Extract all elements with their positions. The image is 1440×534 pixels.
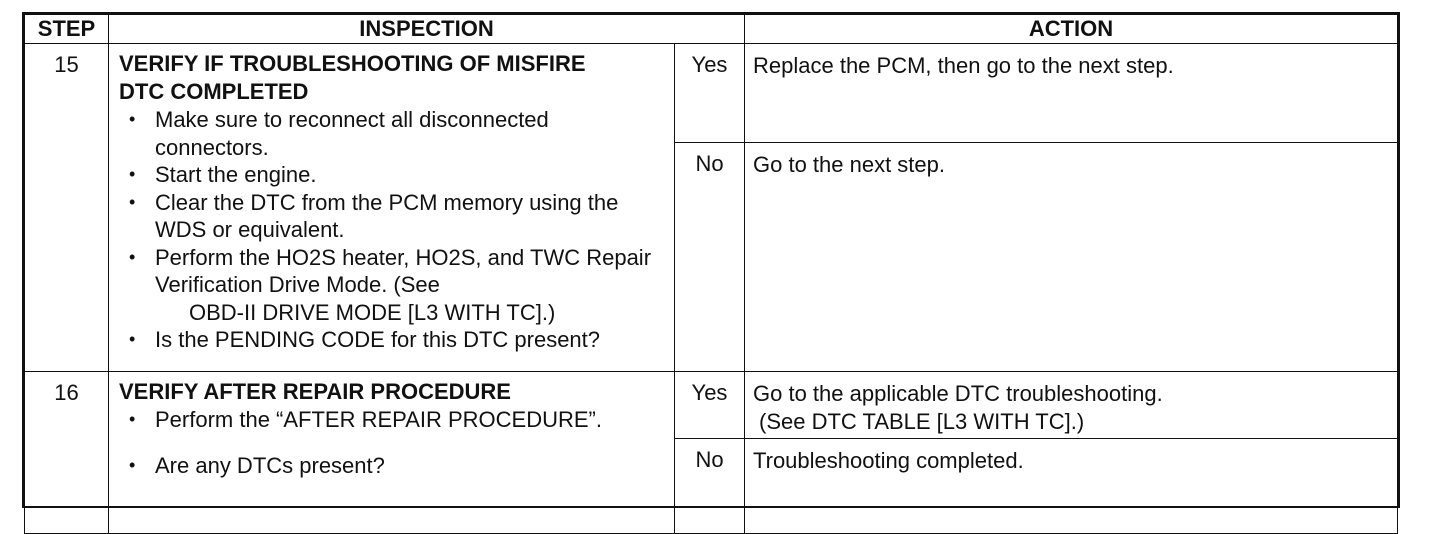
step-16-no-label: No bbox=[674, 438, 745, 534]
step-15-bullet-3: • Clear the DTC from the PCM memory usin… bbox=[119, 189, 666, 244]
step-16-yes-action-line2: (See DTC TABLE [L3 WITH TC].) bbox=[759, 409, 1085, 434]
step-15-bullet-4: • Perform the HO2S heater, HO2S, and TWC… bbox=[119, 244, 666, 327]
step-16-yes-action-line1: Go to the applicable DTC troubleshooting… bbox=[753, 381, 1163, 406]
step-15-bullet-5-text: Is the PENDING CODE for this DTC present… bbox=[155, 327, 601, 352]
step-15-yes-action: Replace the PCM, then go to the next ste… bbox=[744, 43, 1398, 143]
header-action: ACTION bbox=[744, 14, 1398, 44]
step-15-bullet-2: • Start the engine. bbox=[119, 161, 666, 189]
step-15-bullet-5: • Is the PENDING CODE for this DTC prese… bbox=[119, 326, 666, 354]
step-16-title: VERIFY AFTER REPAIR PROCEDURE bbox=[119, 379, 511, 404]
step-15-bullet-3-text: Clear the DTC from the PCM memory using … bbox=[155, 189, 619, 243]
step-number-15: 15 bbox=[24, 43, 109, 372]
step-15-bullet-4-reference: OBD-II DRIVE MODE [L3 WITH TC].) bbox=[189, 299, 556, 325]
step-15-no-label: No bbox=[674, 142, 745, 372]
step-number-16: 16 bbox=[24, 371, 109, 534]
header-inspection: INSPECTION bbox=[108, 14, 745, 44]
step-15-title: VERIFY IF TROUBLESHOOTING OF MISFIRE DTC… bbox=[119, 50, 666, 106]
step-16-bullet-2: • Are any DTCs present? bbox=[119, 452, 666, 480]
step-15-bullet-4-text: Perform the HO2S heater, HO2S, and TWC R… bbox=[155, 244, 652, 298]
inspection-table: STEP INSPECTION ACTION 15 VERIFY IF TROU… bbox=[24, 14, 1398, 534]
step-15-bullet-1-text: Make sure to reconnect all disconnected … bbox=[155, 107, 549, 160]
inspection-table-sheet: STEP INSPECTION ACTION 15 VERIFY IF TROU… bbox=[22, 12, 1400, 534]
bullet-icon: • bbox=[129, 454, 136, 475]
bullet-icon: • bbox=[129, 191, 136, 212]
step-16-bullet-1-text: Perform the “AFTER REPAIR PROCEDURE”. bbox=[155, 407, 602, 432]
step-16-bullet-list: • Perform the “AFTER REPAIR PROCEDURE”. … bbox=[119, 406, 666, 479]
bullet-icon: • bbox=[129, 109, 136, 129]
step-15-title-line1: VERIFY IF TROUBLESHOOTING OF MISFIRE bbox=[119, 51, 586, 76]
step-16-inspection: VERIFY AFTER REPAIR PROCEDURE • Perform … bbox=[108, 371, 675, 534]
step-16-no-action: Troubleshooting completed. bbox=[744, 438, 1398, 534]
step-15-yes-label: Yes bbox=[674, 43, 745, 143]
step-15-bullet-list: • Make sure to reconnect all disconnecte… bbox=[119, 106, 666, 354]
bullet-icon: • bbox=[129, 164, 136, 184]
step-16-bullet-1: • Perform the “AFTER REPAIR PROCEDURE”. bbox=[119, 406, 666, 434]
bullet-icon: • bbox=[129, 246, 136, 267]
bullet-icon: • bbox=[129, 329, 136, 349]
step-15-bullet-2-text: Start the engine. bbox=[155, 162, 317, 187]
step-15-yes-row: 15 VERIFY IF TROUBLESHOOTING OF MISFIRE … bbox=[24, 43, 1398, 372]
step-15-bullet-1: • Make sure to reconnect all disconnecte… bbox=[119, 106, 666, 161]
header-row: STEP INSPECTION ACTION bbox=[24, 14, 1398, 44]
step-15-no-action: Go to the next step. bbox=[744, 142, 1398, 372]
step-16-yes-row: 16 VERIFY AFTER REPAIR PROCEDURE • Perfo… bbox=[24, 371, 1398, 534]
bullet-icon: • bbox=[129, 409, 136, 429]
step-15-title-line2: DTC COMPLETED bbox=[119, 79, 309, 104]
header-step: STEP bbox=[24, 14, 109, 44]
step-16-yes-label: Yes bbox=[674, 371, 745, 439]
step-15-inspection: VERIFY IF TROUBLESHOOTING OF MISFIRE DTC… bbox=[108, 43, 675, 372]
step-15-no-row: No Go to the next step. bbox=[25, 142, 1398, 372]
step-16-bullet-2-text: Are any DTCs present? bbox=[155, 452, 385, 478]
step-16-yes-action: Go to the applicable DTC troubleshooting… bbox=[744, 371, 1398, 439]
